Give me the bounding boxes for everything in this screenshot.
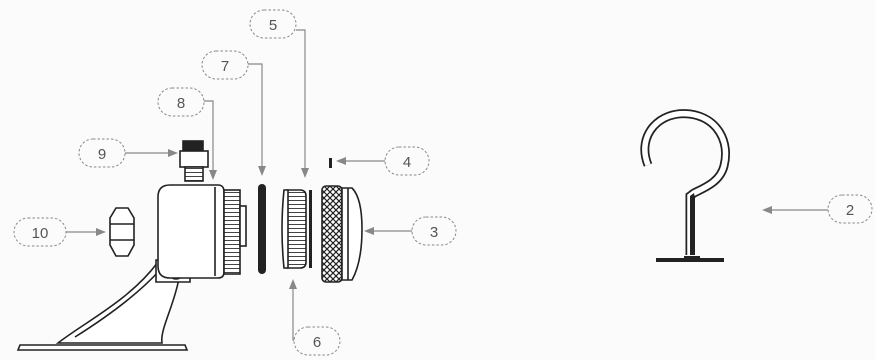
callout-7: 7 [201, 50, 249, 80]
callout-6-label: 6 [313, 334, 321, 351]
callout-7-label: 7 [221, 58, 229, 75]
callout-9: 9 [78, 138, 126, 168]
part-5-shim [309, 190, 312, 268]
part-6-threaded-ring [281, 189, 307, 269]
callout-10-label: 10 [32, 225, 49, 242]
callout-8-label: 8 [177, 95, 185, 112]
callout-10: 10 [13, 217, 67, 247]
callout-3-label: 3 [430, 224, 438, 241]
part-3-lens-cap [321, 185, 363, 283]
callout-2-label: 2 [846, 202, 854, 219]
callout-5: 5 [249, 9, 297, 39]
callout-6: 6 [293, 326, 341, 356]
part-4-pin [329, 158, 332, 168]
part-10-nut [109, 207, 135, 257]
callout-2: 2 [827, 194, 873, 224]
part-2-hook [640, 109, 730, 262]
callout-9-label: 9 [98, 146, 106, 163]
callout-8: 8 [157, 87, 205, 117]
callout-4: 4 [384, 146, 430, 176]
callout-4-label: 4 [403, 154, 411, 171]
callout-5-label: 5 [269, 17, 277, 34]
part-9-fitting [179, 140, 209, 182]
part-7-o-ring [258, 184, 266, 274]
camera-housing [157, 184, 247, 279]
callout-3: 3 [411, 216, 457, 246]
